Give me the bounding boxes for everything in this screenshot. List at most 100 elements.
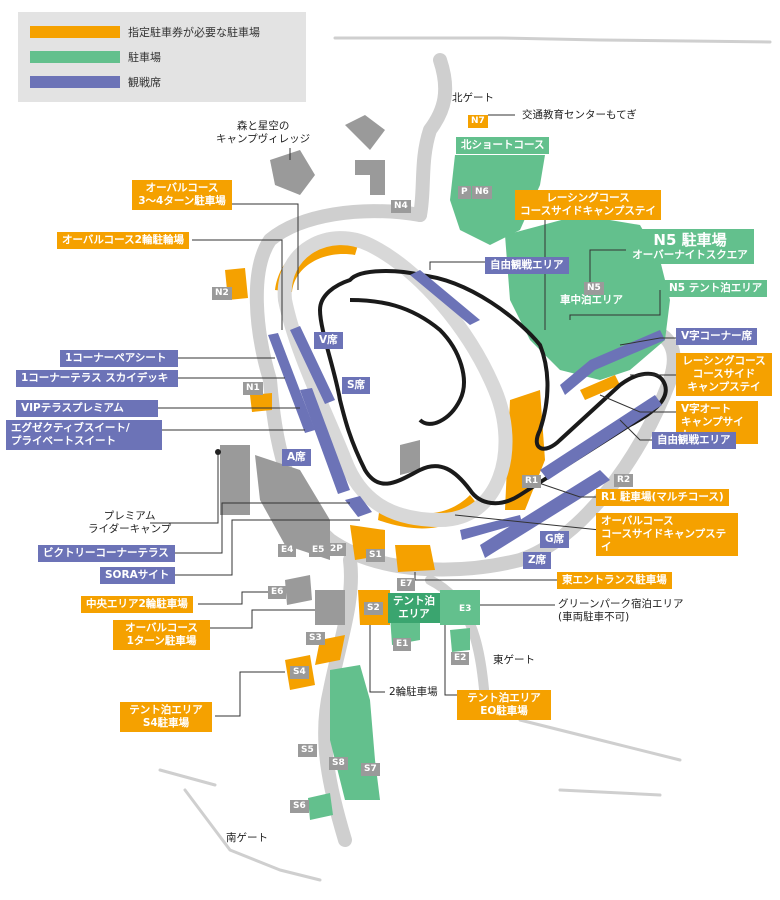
east-entrance-box: 東エントランス駐車場 bbox=[557, 572, 672, 589]
legend-label: 観戦席 bbox=[128, 76, 161, 89]
tag-n7: N7 bbox=[468, 115, 488, 128]
oval34-box: オーバルコース 3〜4ターン駐車場 bbox=[132, 180, 232, 210]
camp-village-label: 森と星空の キャンプヴィレッジ bbox=[216, 120, 311, 145]
stand-v-corner bbox=[560, 330, 665, 395]
leader-r1 bbox=[529, 479, 600, 498]
s7-parking bbox=[330, 665, 380, 800]
building-central bbox=[315, 590, 345, 625]
seat-a-box: A席 bbox=[282, 449, 311, 466]
legend-swatch-green bbox=[30, 51, 120, 63]
east-road bbox=[425, 575, 490, 705]
stand-free-1 bbox=[410, 270, 480, 325]
tag-e7: E7 bbox=[397, 578, 416, 591]
tent-eo-box: テント泊エリア EO駐車場 bbox=[457, 690, 551, 720]
north-east-road bbox=[333, 36, 772, 44]
leader-sora bbox=[175, 519, 360, 576]
building-paddock bbox=[255, 455, 330, 560]
leader-lines bbox=[150, 114, 680, 717]
tag-e4: E4 bbox=[278, 544, 297, 557]
seat-v-box: V席 bbox=[314, 332, 343, 349]
tag-r1: R1 bbox=[522, 475, 542, 488]
tag-e2: E2 bbox=[451, 652, 470, 665]
east-entrance-parking bbox=[395, 545, 435, 572]
leader-oval1 bbox=[210, 609, 315, 629]
tag-e1: E1 bbox=[393, 638, 412, 651]
stand-a bbox=[300, 388, 350, 494]
south-west-road bbox=[183, 788, 322, 882]
leader-dot bbox=[215, 449, 221, 455]
free-seat-1-box: 自由観戦エリア bbox=[485, 257, 569, 274]
e2-parking bbox=[450, 628, 470, 652]
leader-courseside bbox=[454, 514, 601, 531]
pair-seat-box: 1コーナーペアシート bbox=[60, 350, 178, 367]
legend-row-orange: 指定駐車券が必要な駐車場 bbox=[30, 24, 260, 40]
building-center-island bbox=[400, 440, 420, 475]
victory-terrace-box: ビクトリーコーナーテラス bbox=[38, 545, 175, 562]
legend-swatch-orange bbox=[30, 26, 120, 38]
traffic-center-label: 交通教育センターもてぎ bbox=[522, 109, 637, 121]
racing-courseside-2-box: レーシングコース コースサイド キャンプステイ bbox=[676, 353, 772, 396]
seat-z-box: Z席 bbox=[523, 552, 552, 569]
leader-eo bbox=[444, 625, 460, 696]
tag-n5: N5 bbox=[584, 282, 604, 295]
west-road bbox=[158, 768, 217, 787]
tag-s6: S6 bbox=[290, 800, 309, 813]
leader-carcamp bbox=[589, 249, 630, 295]
south-east-road bbox=[518, 718, 682, 797]
legend-row-blue: 観戦席 bbox=[30, 74, 161, 90]
road-course-inner bbox=[349, 298, 466, 426]
n5-tent-box: N5 テント泊エリア bbox=[664, 280, 768, 297]
tag-s5: S5 bbox=[298, 744, 317, 757]
greenpark-label: グリーンパーク宿泊エリア (車両駐車不可) bbox=[558, 598, 684, 623]
leader-2wheel bbox=[369, 625, 385, 693]
tent-area-box: テント泊 エリア bbox=[388, 593, 440, 623]
tag-n4: N4 bbox=[391, 200, 411, 213]
grandstands bbox=[268, 270, 665, 558]
leader-free2 bbox=[619, 419, 652, 441]
car-camp-label: 車中泊エリア bbox=[560, 294, 623, 306]
tag-n6: N6 bbox=[472, 186, 492, 199]
tag-e3: E3 bbox=[456, 603, 475, 616]
building-north-2 bbox=[355, 160, 385, 195]
stand-z bbox=[480, 470, 610, 558]
leader-n5tent bbox=[569, 290, 661, 320]
leader-vauto bbox=[599, 394, 680, 413]
north-gate-label: 北ゲート bbox=[452, 92, 494, 104]
leader-vcorner bbox=[619, 337, 676, 346]
s6-parking bbox=[308, 793, 333, 820]
leader-rider bbox=[150, 452, 219, 524]
leader-free1 bbox=[429, 261, 485, 270]
tag-s4: S4 bbox=[290, 666, 309, 679]
legend-label: 駐車場 bbox=[128, 51, 161, 64]
tag-s3: S3 bbox=[306, 632, 325, 645]
tag-n2: N2 bbox=[212, 287, 232, 300]
legend: 指定駐車券が必要な駐車場 駐車場 観戦席 bbox=[18, 12, 306, 102]
tag-s2: S2 bbox=[364, 602, 383, 615]
stand-main bbox=[268, 333, 315, 433]
terrace-sky-box: 1コーナーテラス スカイデッキ bbox=[16, 370, 178, 387]
n5-subtitle: オーバーナイトスクエア bbox=[632, 249, 748, 261]
premium-rider-label: プレミアム ライダーキャンプ bbox=[88, 510, 172, 535]
oval34-parking bbox=[275, 236, 360, 292]
seat-g-box: G席 bbox=[540, 531, 570, 548]
building-camp-village bbox=[270, 150, 315, 195]
north-short-box: 北ショートコース bbox=[456, 137, 550, 154]
tag-e5: E5 bbox=[309, 544, 328, 557]
n1-parking bbox=[250, 393, 272, 412]
south-gate-label: 南ゲート bbox=[226, 832, 268, 844]
r1-box: R1 駐車場(マルチコース) bbox=[596, 489, 729, 506]
stand-free-2 bbox=[540, 395, 662, 480]
sora-box: SORAサイト bbox=[100, 567, 175, 584]
oval-course bbox=[277, 231, 513, 528]
tag-s8: S8 bbox=[329, 757, 348, 770]
tag-e6: E6 bbox=[268, 586, 287, 599]
building-west bbox=[220, 445, 250, 515]
v-corner-box: V字コーナー席 bbox=[676, 328, 758, 345]
n5-box: N5 駐車場 オーバーナイトスクエア bbox=[626, 229, 754, 264]
oval-bike-box: オーバルコース2輪駐輪場 bbox=[57, 232, 189, 249]
buildings bbox=[220, 115, 420, 625]
leader-s4 bbox=[215, 671, 285, 717]
stand-g bbox=[460, 515, 522, 540]
n5-title: N5 駐車場 bbox=[653, 231, 727, 249]
